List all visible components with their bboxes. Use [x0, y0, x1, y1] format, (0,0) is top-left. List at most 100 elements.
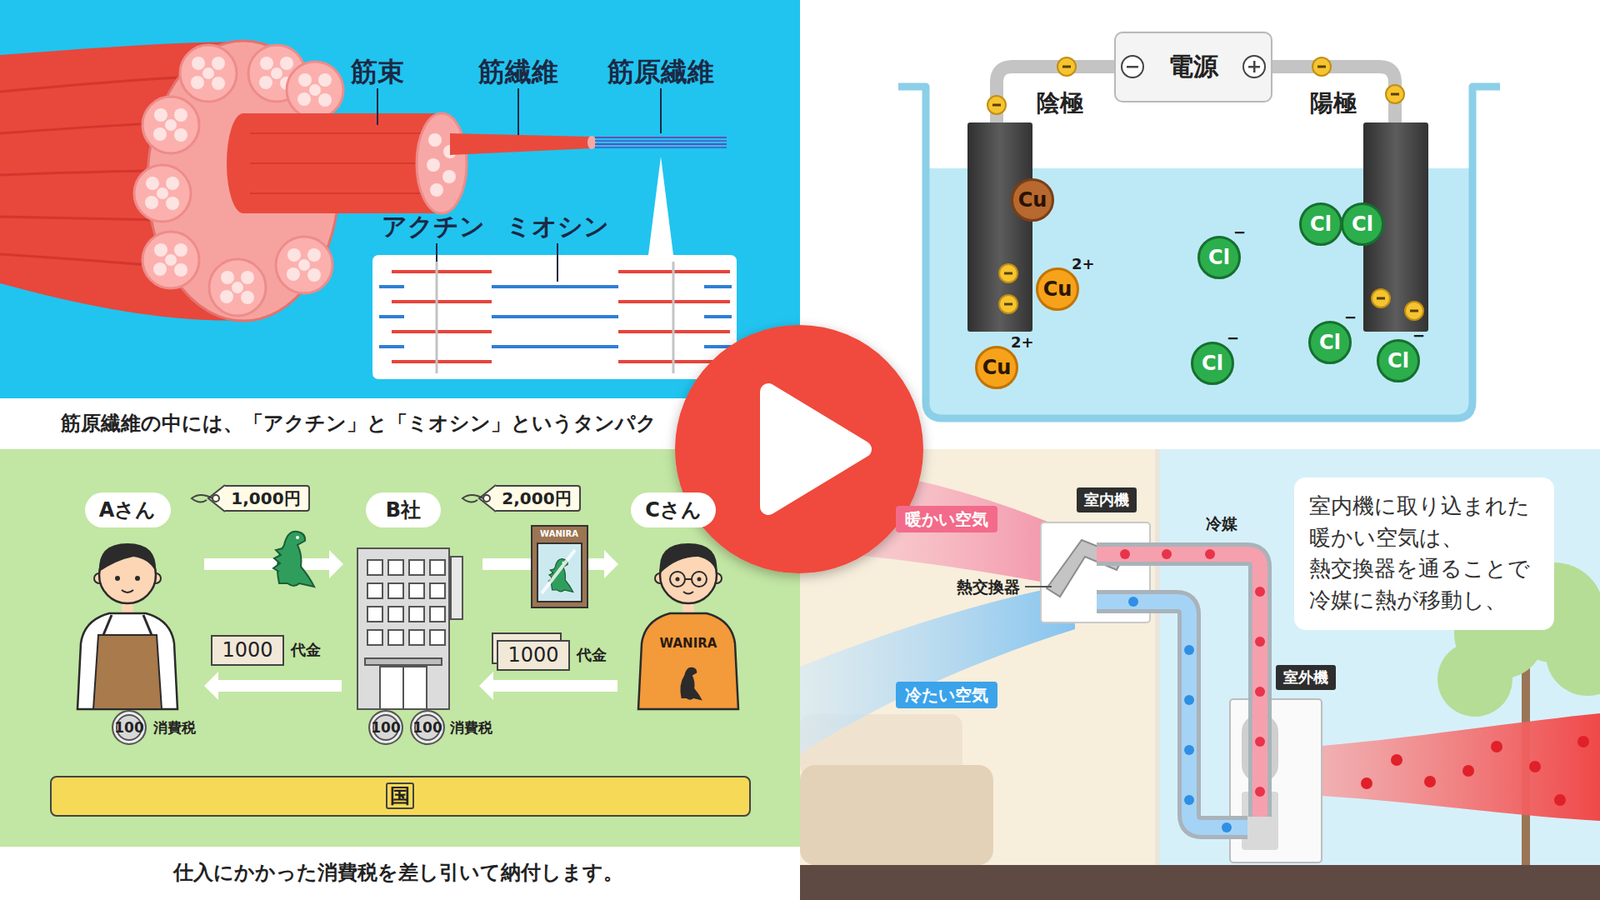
ion-ball: Cl — [1340, 202, 1385, 246]
company-building — [409, 583, 425, 599]
aircon-panel — [1255, 636, 1265, 647]
brand-text: WANIRA — [540, 529, 579, 540]
side-text: 2+ — [1010, 333, 1035, 352]
tax-label: 消費税 — [450, 719, 493, 736]
aircon-panel — [1424, 775, 1436, 788]
muscle-panel — [379, 286, 732, 347]
muscle-panel — [250, 133, 440, 194]
node-text: 冷たい空気 — [905, 685, 989, 705]
tax-panel — [273, 531, 315, 587]
side-text: − — [1226, 329, 1240, 348]
node-text: 室内機 — [1084, 490, 1130, 510]
muscle-panel — [416, 113, 467, 214]
electrolysis-panel — [1253, 60, 1256, 73]
aircon-panel — [1529, 760, 1541, 773]
electrolysis-panel — [898, 86, 1500, 419]
aircon-panel — [1128, 596, 1139, 607]
node-text: 国 — [385, 782, 415, 810]
part-name: 筋原繊維 — [607, 55, 715, 88]
person-c — [697, 577, 702, 582]
person-a — [135, 575, 140, 581]
company-building — [388, 630, 404, 645]
person-label: Cさん — [630, 492, 716, 528]
electrolysis-panel — [999, 264, 1018, 283]
aircon-panel — [800, 583, 1075, 755]
person-c — [691, 571, 707, 587]
person-c — [683, 591, 694, 595]
aircon-panel — [1161, 549, 1172, 560]
aircon-panel — [1025, 585, 1052, 588]
node-text: 100 — [114, 719, 145, 736]
electrolysis-panel — [1114, 30, 1273, 102]
company-building — [409, 606, 425, 622]
node-text: 100 — [370, 719, 401, 736]
muscle-panel — [436, 243, 558, 282]
muscle-panel — [426, 158, 440, 172]
aircon-panel — [1221, 822, 1232, 833]
node-text: Cl — [1201, 353, 1224, 374]
aircon-panel — [800, 765, 994, 865]
ion-ball: Cl — [1299, 202, 1343, 246]
node-text: 電源 — [1168, 51, 1219, 82]
caption-text: 仕入にかかった消費税を差し引いて納付します。 — [173, 860, 624, 885]
tax-panel — [0, 449, 800, 847]
tax-label: 消費税 — [153, 719, 196, 736]
muscle-panel — [275, 236, 333, 294]
tax-panel — [204, 671, 342, 700]
goods-box — [531, 525, 588, 608]
node-text: Cl — [1208, 247, 1230, 268]
company-building — [365, 658, 442, 665]
node-text: 室内機に取り込まれた 暖かい空気は、 熱交換器を通ることで 冷媒に熱が移動し、 — [1309, 490, 1540, 617]
money-bill: 1000代金 — [210, 635, 285, 666]
price-tag: 1,000円 — [225, 485, 310, 512]
muscle-panel — [442, 170, 456, 184]
muscle-panel — [430, 183, 444, 197]
play-button — [768, 391, 864, 507]
node-text: Cu — [1043, 279, 1073, 300]
aircon-panel — [1184, 695, 1195, 705]
company-building — [380, 666, 427, 710]
tax-panel — [462, 495, 484, 503]
goods-box — [531, 525, 588, 608]
person-a — [93, 635, 162, 710]
person-c — [670, 571, 685, 587]
play-button — [675, 325, 924, 574]
company-building — [409, 630, 425, 645]
tax-coin: 100 — [111, 710, 147, 745]
part-name: 冷媒 — [1205, 514, 1238, 534]
side-text: − — [1233, 223, 1246, 242]
person-a — [77, 613, 178, 710]
tax-panel — [483, 495, 490, 502]
ion-ball: Cl− — [1376, 339, 1420, 383]
aircon-panel — [1120, 549, 1130, 560]
company-building — [357, 548, 463, 710]
electrolysis-panel — [800, 0, 1600, 450]
node-text: Cl — [1351, 214, 1374, 235]
node-text: Cl — [1310, 214, 1332, 235]
person-c — [680, 667, 702, 701]
aircon-panel — [800, 449, 1600, 900]
node-text: 100 — [412, 719, 443, 736]
air-label: 冷たい空気 — [895, 681, 998, 709]
side-text: 代金 — [576, 645, 607, 665]
muscle-panel — [595, 140, 727, 148]
person-a — [77, 543, 178, 710]
side-text: − — [1412, 326, 1425, 345]
muscle-panel — [286, 61, 344, 119]
muscle-panel — [450, 133, 592, 155]
aircon-panel — [1321, 713, 1600, 821]
node-text: Cu — [1018, 190, 1048, 210]
muscle-panel — [142, 96, 200, 154]
price-tag: 2,000円 — [495, 485, 581, 512]
aircon-panel — [800, 865, 1600, 900]
side-text: 2+ — [1071, 255, 1095, 274]
tax-panel — [212, 495, 220, 502]
aircon-panel — [1360, 777, 1373, 790]
node-text: Cl — [1319, 332, 1341, 353]
company-building — [388, 560, 404, 575]
aircon-panel — [1184, 745, 1195, 755]
electrolysis-panel — [1057, 57, 1076, 76]
person-c — [660, 543, 718, 574]
node-text: Cl — [1387, 350, 1410, 371]
tax-panel — [204, 550, 344, 579]
